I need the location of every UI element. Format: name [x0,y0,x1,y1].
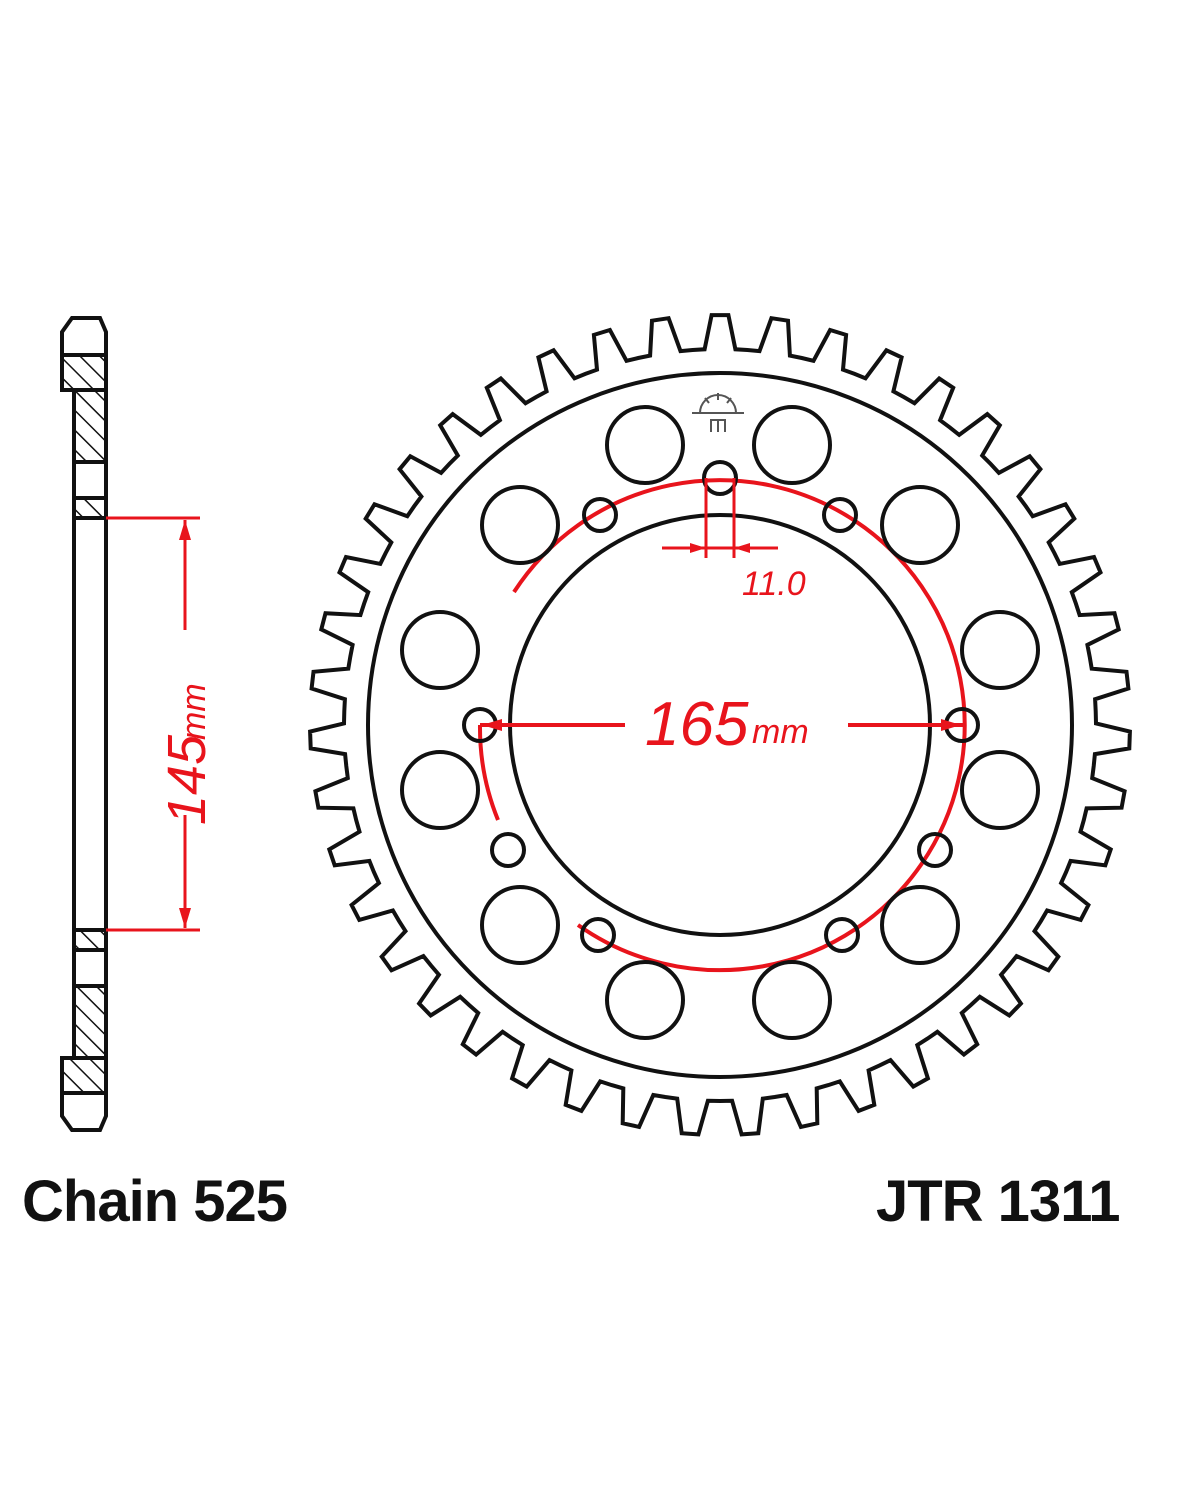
pcd-circle [512,478,967,973]
bore-dimension-value: 145 [157,734,217,825]
bolt-hole-dimension [662,478,778,558]
bolt-hole [824,917,860,953]
chain-label: Chain 525 [22,1169,288,1234]
lightening-hole [752,960,832,1040]
bolt-hole [702,460,738,496]
lightening-hole [400,610,480,690]
pcd-dimension-value: 165 [645,690,749,759]
jt-logo [692,393,744,432]
bore-dimension-unit: mm [175,683,213,740]
pcd-dimension-unit: mm [752,713,809,751]
bolt-hole-dimension-value: 11.0 [742,565,806,603]
pcd-dimension [480,719,963,731]
lightening-hole [480,485,560,565]
bolt-hole [917,832,953,868]
bolt-hole [582,497,618,533]
lightening-hole [880,885,960,965]
lightening-hole [400,750,480,830]
lightening-hole [960,610,1040,690]
lightening-hole [480,885,560,965]
lightening-hole [960,750,1040,830]
side-profile [60,316,108,1132]
part-number: JTR 1311 [876,1169,1121,1234]
bore-dimension [106,516,200,932]
lightening-hole [605,960,685,1040]
lightening-hole [752,405,832,485]
sprocket-teeth-outline [308,313,1132,1137]
bolt-hole [822,497,858,533]
bolt-hole [490,832,526,868]
bolt-hole [580,917,616,953]
lightening-hole [880,485,960,565]
outer-ring [366,371,1074,1079]
lightening-hole [605,405,685,485]
